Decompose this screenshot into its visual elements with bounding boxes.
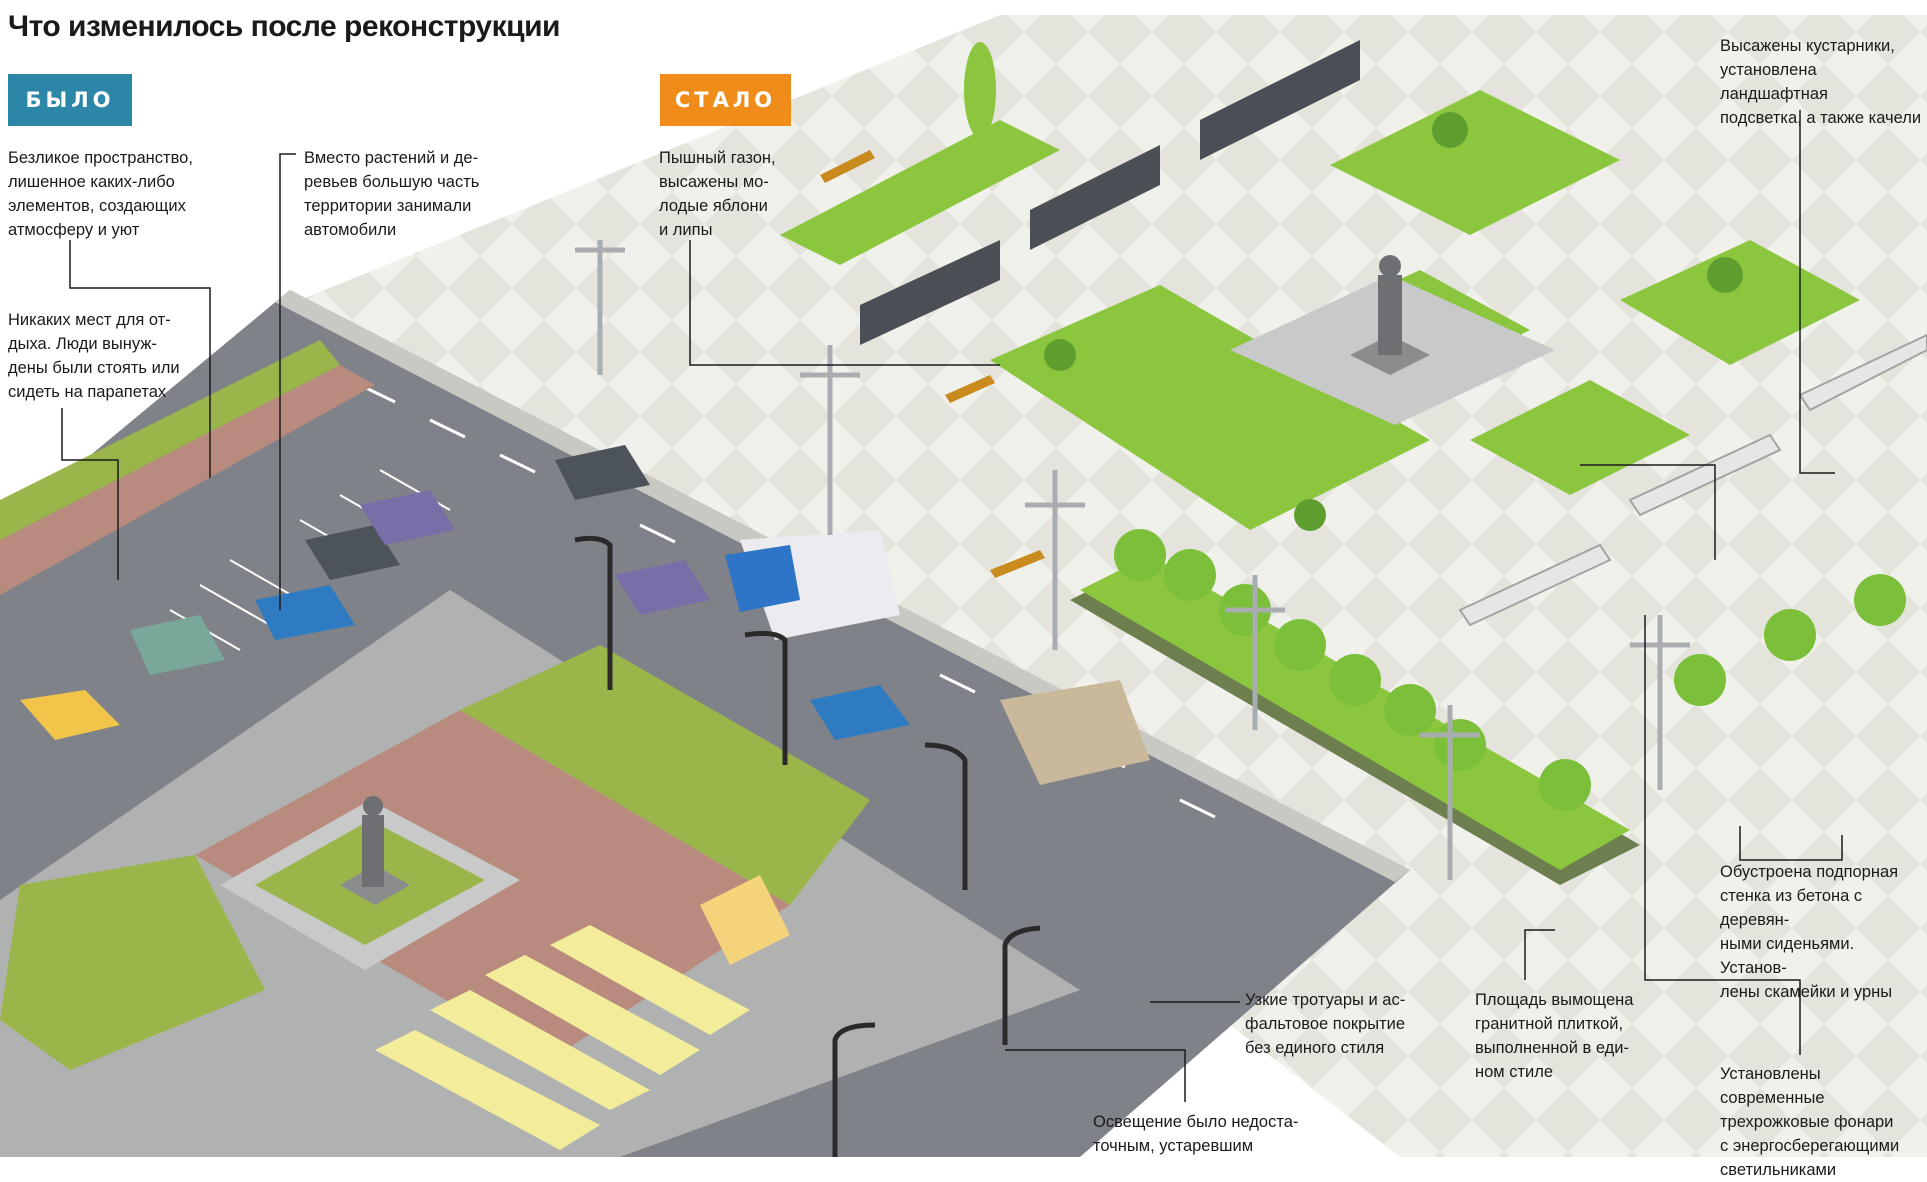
annotation-narrow-sidewalks: Узкие тротуары и ас- фальтовое покрытие … <box>1245 991 1406 1057</box>
pavilions <box>860 40 1360 345</box>
swing-icon <box>1458 333 1927 627</box>
street-lamp-icon <box>574 535 1041 1157</box>
annotation-cars: Вместо растений и де- ревьев большую час… <box>304 149 480 239</box>
after-badge: СТАЛО <box>660 74 791 126</box>
annotation-retaining-wall: Обустроена подпорная стенка из бетона с … <box>1720 863 1899 1001</box>
isometric-illustration <box>0 15 1927 1157</box>
before-badge: БЫЛО <box>8 74 132 126</box>
lawn <box>990 285 1430 530</box>
annotation-faceless-space: Безликое пространство, лишенное каких-ли… <box>8 149 193 239</box>
annotation-poor-lighting: Освещение было недоста- точным, устаревш… <box>1093 1113 1299 1155</box>
street-lamp-icon <box>575 240 1690 880</box>
annotation-lawn: Пышный газон, высажены мо- лодые яблони … <box>659 149 776 239</box>
lawn <box>1330 90 1620 235</box>
monument-icon <box>340 796 410 905</box>
annotation-granite-paving: Площадь вымощена гранитной плиткой, выпо… <box>1475 991 1634 1081</box>
lawn <box>1470 380 1690 495</box>
after-area <box>575 40 1927 885</box>
bench-icon <box>820 150 1045 578</box>
leader-lines <box>61 110 1843 1102</box>
monument-icon <box>1350 255 1430 375</box>
tree-icon <box>964 42 1906 811</box>
lawn <box>780 120 1060 265</box>
annotation-modern-lamps: Установлены современные трехрожковые фон… <box>1720 1065 1900 1179</box>
page-title: Что изменилось после реконструкции <box>8 10 560 43</box>
car-icon <box>20 445 1150 785</box>
annotation-no-seating: Никаких мест для от- дыха. Люди вынуж- д… <box>8 311 180 401</box>
bus-icon <box>375 875 790 1150</box>
annotation-shrubs-swings: Высажены кустарники, установлена ландшаф… <box>1720 37 1922 127</box>
lawn <box>1080 555 1630 870</box>
before-area <box>0 290 1410 1157</box>
sidewalk-before <box>0 365 375 595</box>
grass-strip-before <box>0 340 340 540</box>
